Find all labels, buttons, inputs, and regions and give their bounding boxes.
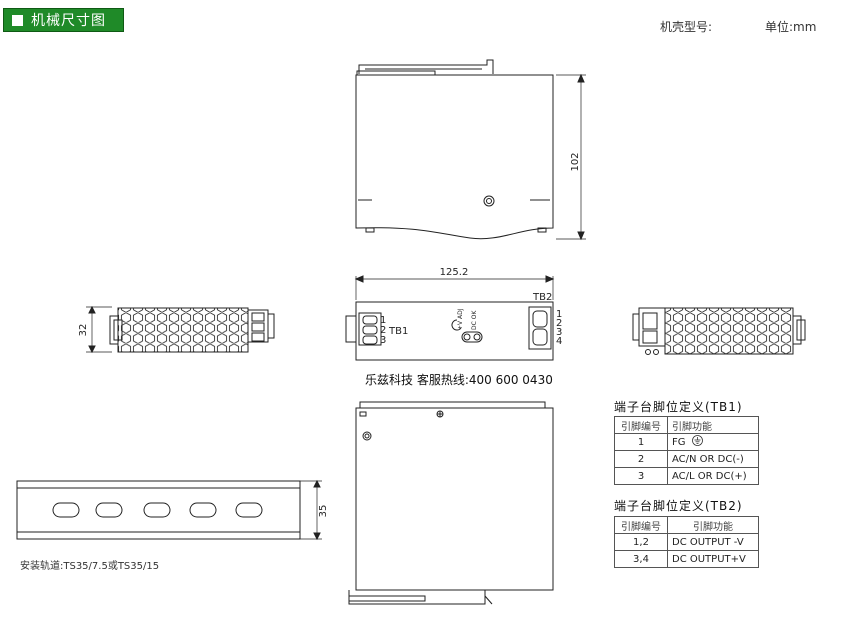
table-header-cell: 引脚功能 <box>667 516 759 534</box>
tb1-pin-3: 3 <box>380 335 386 346</box>
table-row: 3,4 DC OUTPUT+V <box>614 550 759 568</box>
table-cell: 3 <box>614 467 668 485</box>
table-cell: 3,4 <box>614 550 668 568</box>
tb2-label: TB2 <box>532 292 552 303</box>
tb2-pin-3: 3 <box>556 327 562 338</box>
table-header-cell: 引脚编号 <box>614 416 668 434</box>
front-view <box>345 275 555 361</box>
din-rail-diagram <box>16 479 322 541</box>
table-header-cell: 引脚编号 <box>614 516 668 534</box>
table-cell: DC OUTPUT+V <box>667 550 759 568</box>
right-end-view <box>632 307 806 355</box>
width-dimension: 32 <box>78 324 89 337</box>
rail-note: 安装轨道:TS35/7.5或TS35/15 <box>20 561 160 572</box>
tb2-pin-table: 引脚编号 引脚功能 1,2 DC OUTPUT -V 3,4 DC OUTPUT… <box>614 516 759 568</box>
tb2-pin-2: 2 <box>556 318 562 329</box>
case-model-label: 机壳型号: <box>660 20 713 34</box>
section-header: 机械尺寸图 <box>3 8 124 32</box>
table-row: 3 AC/L OR DC(+) <box>614 467 759 485</box>
table-cell: 1 <box>614 433 668 451</box>
tb2-table-title: 端子台脚位定义(TB2) <box>614 499 743 513</box>
tb2-pin-1: 1 <box>556 309 562 320</box>
unit-label: 单位:mm <box>765 20 817 34</box>
table-cell: FG <box>667 433 759 451</box>
table-row: 2 AC/N OR DC(-) <box>614 450 759 468</box>
dcok-label: DC OK <box>471 310 478 330</box>
table-cell: 2 <box>614 450 668 468</box>
tb1-pin-2: 2 <box>380 325 386 336</box>
height-dimension: 102 <box>570 152 581 171</box>
side-view-bottom <box>348 401 554 605</box>
table-cell: DC OUTPUT -V <box>667 533 759 551</box>
table-header-row: 引脚编号 引脚功能 <box>614 416 759 434</box>
square-bullet-icon <box>12 14 23 26</box>
ground-symbol-icon <box>691 435 703 449</box>
left-end-view <box>86 305 275 354</box>
rail-height-dimension: 35 <box>318 505 329 518</box>
tb1-pin-table: 引脚编号 引脚功能 1 FG 2 AC/N OR DC(-) 3 AC/L OR… <box>614 416 759 485</box>
table-cell: AC/N OR DC(-) <box>667 450 759 468</box>
table-header-row: 引脚编号 引脚功能 <box>614 516 759 534</box>
side-view-top <box>355 59 586 241</box>
vadj-label: +V ADJ <box>457 308 464 330</box>
tb1-pin-1: 1 <box>380 315 386 326</box>
table-cell: 1,2 <box>614 533 668 551</box>
table-row: 1,2 DC OUTPUT -V <box>614 533 759 551</box>
tb1-label: TB1 <box>388 326 408 337</box>
section-title: 机械尺寸图 <box>31 13 106 29</box>
hotline-text: 乐兹科技 客服热线:400 600 0430 <box>365 373 553 387</box>
length-dimension: 125.2 <box>440 267 469 278</box>
table-cell-text: FG <box>672 437 686 448</box>
table-cell: AC/L OR DC(+) <box>667 467 759 485</box>
table-row: 1 FG <box>614 433 759 451</box>
tb1-table-title: 端子台脚位定义(TB1) <box>614 400 743 414</box>
tb2-pin-4: 4 <box>556 336 562 347</box>
table-header-cell: 引脚功能 <box>667 416 759 434</box>
